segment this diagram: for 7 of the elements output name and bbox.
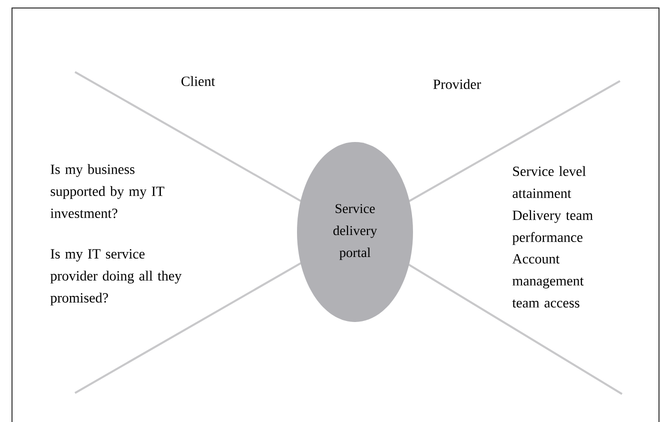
text-label: Delivery team performance bbox=[512, 210, 593, 245]
text-label: Is my business supported by my IT investment? bbox=[50, 164, 164, 218]
text-label: Account management team access bbox=[512, 254, 584, 308]
text-label: Service level attainment bbox=[512, 166, 586, 198]
text-label: Provider bbox=[433, 79, 481, 90]
text-label: Is my IT service provider doing all they promised? bbox=[50, 249, 182, 306]
text-label: Client bbox=[181, 76, 216, 86]
